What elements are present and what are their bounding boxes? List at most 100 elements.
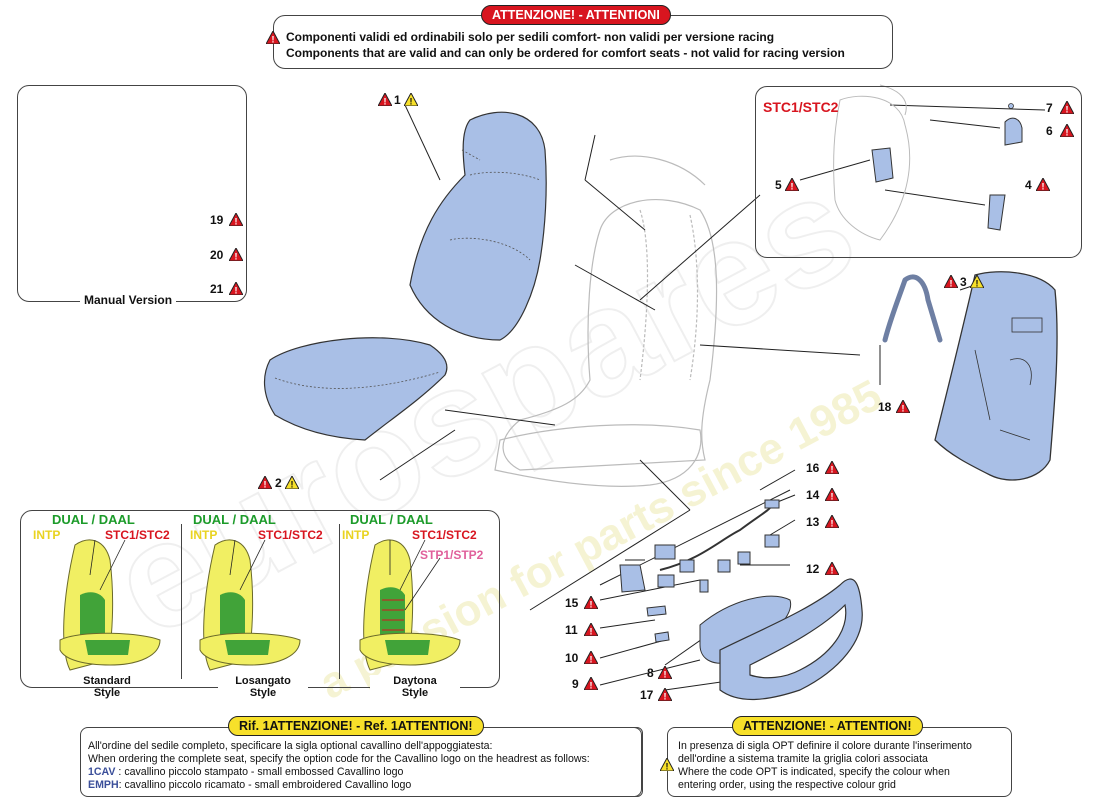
warning-red-icon bbox=[785, 178, 799, 191]
style-name-line: Standard bbox=[83, 675, 131, 687]
center-seat-outline bbox=[494, 155, 718, 487]
warning-red-icon bbox=[1060, 101, 1074, 114]
part-label-3[interactable]: 3 bbox=[960, 275, 967, 289]
part-label-17[interactable]: 17 bbox=[640, 688, 653, 702]
part-label-4[interactable]: 4 bbox=[1025, 178, 1032, 192]
part-17-side-cover[interactable] bbox=[719, 578, 863, 700]
intp-label-standard: INTP bbox=[33, 528, 61, 542]
top-notice-box bbox=[273, 15, 893, 69]
opt-notice-line3: Where the code OPT is indicated, specify… bbox=[678, 766, 950, 778]
part-label-9[interactable]: 9 bbox=[572, 677, 579, 691]
part-label-2[interactable]: 2 bbox=[275, 476, 282, 490]
style-name-line: Losangato bbox=[235, 675, 291, 687]
part-12-connector-a[interactable] bbox=[737, 551, 751, 565]
part-number: 17 bbox=[640, 688, 654, 702]
opt-notice-line1: In presenza di sigla OPT definire il col… bbox=[678, 740, 972, 752]
part-13-connector[interactable] bbox=[764, 534, 780, 548]
part-number: 18 bbox=[878, 400, 892, 414]
part-label-11[interactable]: 11 bbox=[565, 623, 578, 637]
part-10-plug[interactable] bbox=[654, 631, 670, 643]
ref-notice-line2: When ordering the complete seat, specify… bbox=[88, 753, 590, 765]
part-5-cover[interactable] bbox=[871, 147, 894, 183]
part-label-12[interactable]: 12 bbox=[806, 562, 819, 576]
manual-version-caption: Manual Version bbox=[80, 293, 177, 307]
part-label-15[interactable]: 15 bbox=[565, 596, 578, 610]
style-seat-losangato bbox=[199, 539, 301, 671]
part-label-16[interactable]: 16 bbox=[806, 461, 819, 475]
part-2-stitching bbox=[274, 371, 441, 389]
part-18-headrest-rods[interactable] bbox=[882, 274, 943, 343]
opt-notice-header: ATTENZIONE! - ATTENTION! bbox=[732, 716, 923, 736]
warning-yellow-icon bbox=[660, 758, 674, 771]
part-6-knob[interactable] bbox=[1004, 117, 1023, 146]
part-4-lever[interactable] bbox=[987, 194, 1006, 231]
part-label-21[interactable]: 21 bbox=[210, 282, 223, 296]
part-number: 5 bbox=[775, 178, 782, 192]
part-label-6[interactable]: 6 bbox=[1046, 124, 1053, 138]
part-label-5[interactable]: 5 bbox=[775, 178, 782, 192]
part-label-8[interactable]: 8 bbox=[647, 666, 654, 680]
part-label-1[interactable]: 1 bbox=[394, 93, 401, 107]
style-name-line: Style bbox=[93, 687, 121, 699]
part-1-backrest-cover[interactable] bbox=[409, 111, 547, 341]
top-notice-english: Components that are valid and can only b… bbox=[286, 46, 845, 60]
opt-notice-line2: dell'ordine a sistema tramite la griglia… bbox=[678, 753, 928, 765]
intp-label-daytona: INTP bbox=[342, 528, 370, 542]
part-number: 21 bbox=[210, 282, 224, 296]
part-3-detail bbox=[974, 317, 1043, 441]
part-1-stitching bbox=[449, 149, 541, 261]
manual-version-box bbox=[17, 85, 247, 302]
part-number: 10 bbox=[565, 651, 579, 665]
style-seat-daytona bbox=[359, 539, 461, 671]
part-16-module-b[interactable] bbox=[657, 574, 675, 588]
part-14-connector[interactable] bbox=[764, 499, 780, 509]
part-16-module[interactable] bbox=[654, 544, 676, 560]
part-15-switch-block[interactable] bbox=[619, 564, 646, 593]
part-label-14[interactable]: 14 bbox=[806, 488, 819, 502]
part-label-13[interactable]: 13 bbox=[806, 515, 819, 529]
part-number: 14 bbox=[806, 488, 820, 502]
style-divider-2 bbox=[339, 524, 340, 679]
top-notice-header: ATTENZIONE! - ATTENTIONI bbox=[481, 5, 671, 25]
part-16-module-c[interactable] bbox=[679, 559, 695, 573]
warning-red-icon bbox=[825, 488, 839, 501]
opt-notice-line4: entering order, using the respective col… bbox=[678, 779, 896, 791]
part-3-back-shell[interactable] bbox=[934, 271, 1058, 481]
part-label-7[interactable]: 7 bbox=[1046, 101, 1053, 115]
warning-red-icon bbox=[658, 666, 672, 679]
part-2-cushion-cover[interactable] bbox=[264, 337, 448, 441]
part-7-screw[interactable] bbox=[1008, 103, 1014, 109]
part-11-plug[interactable] bbox=[646, 605, 667, 617]
warning-red-icon bbox=[825, 515, 839, 528]
part-label-10[interactable]: 10 bbox=[565, 651, 578, 665]
warning-red-icon bbox=[825, 562, 839, 575]
style-divider-1 bbox=[181, 524, 182, 679]
style-name-line: Style bbox=[249, 687, 277, 699]
part-number: 15 bbox=[565, 596, 579, 610]
part-number: 7 bbox=[1046, 101, 1053, 115]
part-number: 2 bbox=[275, 476, 282, 490]
part-number: 20 bbox=[210, 248, 224, 262]
warning-red-icon bbox=[229, 213, 243, 226]
part-label-19[interactable]: 19 bbox=[210, 213, 223, 227]
warning-red-icon bbox=[1036, 178, 1050, 191]
style-name-daytona: Daytona Style bbox=[370, 675, 460, 699]
part-number: 6 bbox=[1046, 124, 1053, 138]
warning-red-icon bbox=[258, 476, 272, 489]
stc-label-standard: STC1/STC2 bbox=[105, 528, 170, 542]
part-label-20[interactable]: 20 bbox=[210, 248, 223, 262]
warning-red-icon bbox=[584, 651, 598, 664]
code-1cav: 1CAV bbox=[88, 766, 116, 778]
style-name-losangato: Losangato Style bbox=[218, 675, 308, 699]
intp-label-losangato: INTP bbox=[190, 528, 218, 542]
ref-notice-header: Rif. 1ATTENZIONE! - Ref. 1ATTENTION! bbox=[228, 716, 484, 736]
part-number: 12 bbox=[806, 562, 820, 576]
part-12-connector-b[interactable] bbox=[717, 559, 731, 573]
part-label-18[interactable]: 18 bbox=[878, 400, 891, 414]
part-12-pin[interactable] bbox=[699, 579, 709, 593]
style-seat-standard bbox=[59, 539, 161, 671]
opt-notice-box bbox=[667, 727, 1012, 797]
ref-notice-line1: All'ordine del sedile completo, specific… bbox=[88, 740, 493, 752]
dual-label-standard: DUAL / DAAL bbox=[52, 512, 135, 527]
